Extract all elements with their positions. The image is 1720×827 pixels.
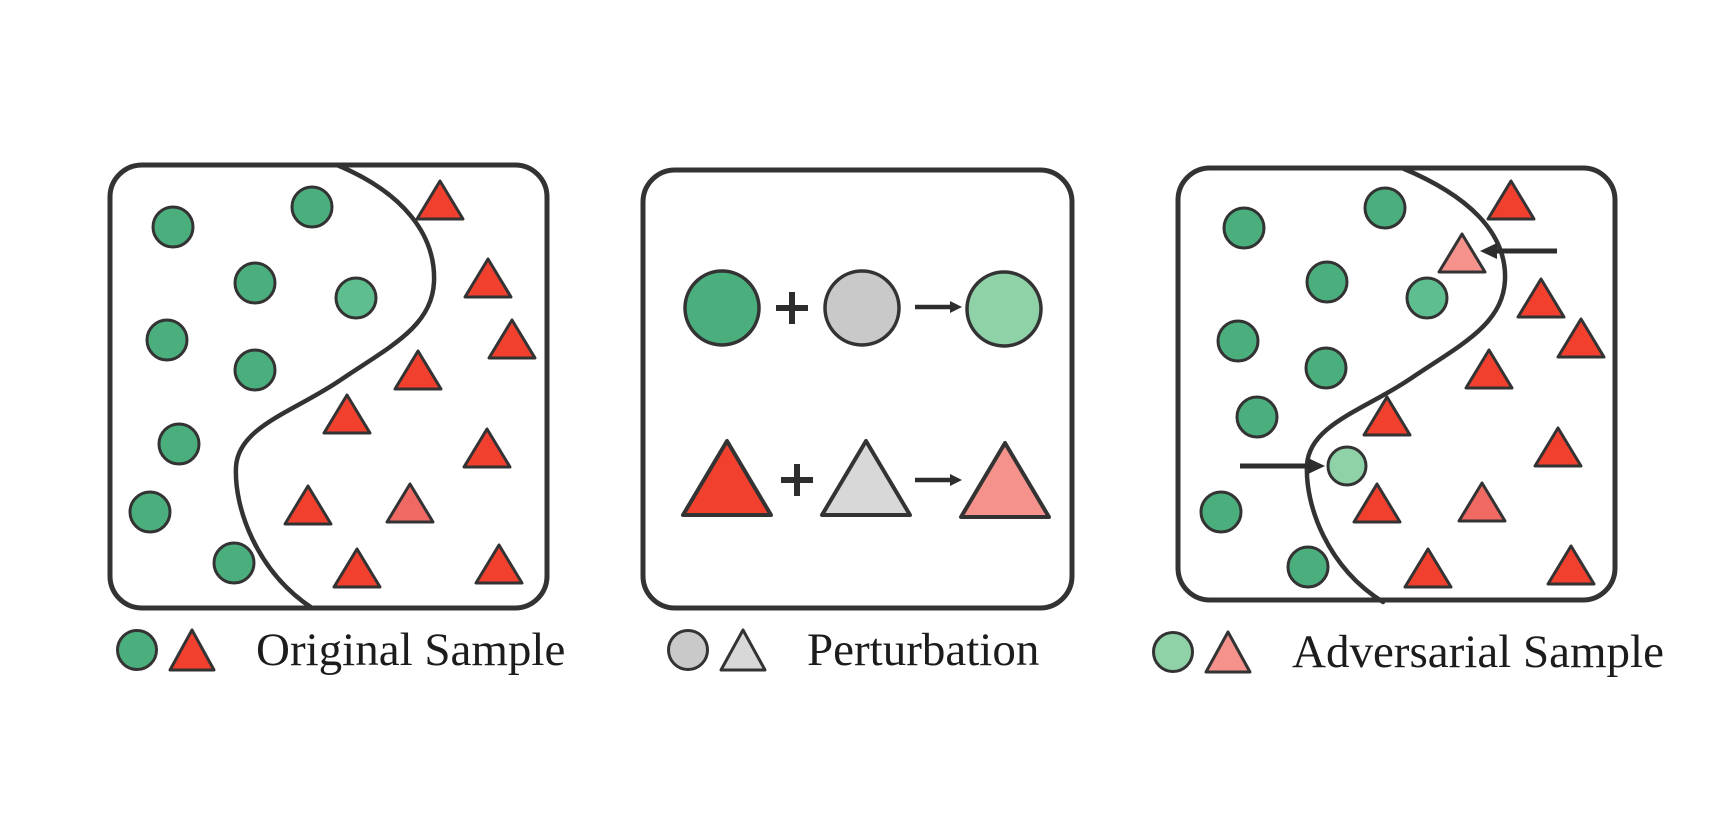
red-triangle — [474, 543, 524, 585]
green-circle-icon — [116, 629, 158, 671]
red-triangle — [283, 484, 333, 526]
red-triangle — [1533, 426, 1583, 468]
legend-original-icons — [115, 627, 216, 673]
plus-operator — [781, 464, 813, 496]
green-circle — [212, 541, 256, 585]
original-panel-svg — [107, 162, 550, 611]
light-green-circle-icon — [1152, 631, 1194, 673]
legend-label-adversarial-sample: Adversarial Sample — [1292, 625, 1664, 678]
adversarial-red-triangle — [959, 441, 1051, 519]
decision-boundary — [233, 162, 437, 611]
red-triangle — [487, 318, 537, 360]
green-circle — [1405, 276, 1449, 320]
green-circle — [157, 422, 201, 466]
faded-red-triangle — [1457, 481, 1507, 523]
green-circle — [233, 261, 277, 305]
gray-triangle-icon — [719, 628, 767, 672]
red-triangle — [1556, 317, 1606, 359]
green-circle — [233, 348, 277, 392]
gray-perturbation-triangle — [820, 439, 912, 517]
red-triangle — [463, 257, 513, 299]
green-circle — [145, 318, 189, 362]
gray-circle-icon — [667, 629, 709, 671]
red-triangle — [332, 547, 382, 589]
green-circle-icon — [116, 629, 158, 671]
green-circle — [1216, 319, 1260, 363]
legend-label-original-sample: Original Sample — [256, 623, 566, 676]
green-circle — [151, 205, 195, 249]
perturbation-panel-svg — [640, 167, 1075, 611]
gray-circle-icon — [667, 629, 709, 671]
adversarial-sample-panel — [1160, 150, 1640, 625]
salmon-triangle-icon — [1204, 630, 1252, 674]
red-triangle — [681, 439, 773, 517]
legend-adversarial-sample: Adversarial Sample — [1151, 624, 1664, 680]
green-circle — [1222, 206, 1266, 250]
legend-label-perturbation: Perturbation — [807, 623, 1040, 676]
green-circle — [1199, 490, 1243, 534]
green-circle — [128, 490, 172, 534]
adversarial-pointer-arrow-head — [1308, 458, 1325, 474]
gray-triangle-icon — [719, 628, 767, 672]
red-triangle-icon — [168, 628, 216, 672]
red-triangle — [462, 427, 512, 469]
green-circle — [334, 276, 378, 320]
green-circle — [1304, 346, 1348, 390]
green-circle — [683, 269, 761, 347]
red-triangle-icon — [168, 628, 216, 672]
adversarial-green-circle — [965, 270, 1043, 348]
green-circle — [1286, 545, 1330, 589]
green-circle — [1363, 186, 1407, 230]
maps-to-arrow-head — [950, 301, 962, 313]
legend-adversarial-icons — [1151, 629, 1252, 675]
red-triangle — [1352, 482, 1402, 524]
red-triangle — [1403, 547, 1453, 589]
panel-border — [640, 167, 1075, 611]
light-green-circle-icon — [1152, 631, 1194, 673]
red-triangle — [322, 393, 372, 435]
red-triangle — [415, 179, 465, 221]
red-triangle — [1546, 544, 1596, 586]
legend-perturbation: Perturbation — [666, 622, 1039, 678]
red-triangle — [1486, 179, 1536, 221]
adversarial-red-triangle — [1437, 232, 1487, 274]
faded-red-triangle — [385, 482, 435, 524]
salmon-triangle-icon — [1204, 630, 1252, 674]
green-circle — [1305, 260, 1349, 304]
adversarial-panel-svg — [1175, 165, 1618, 605]
decision-boundary — [1304, 165, 1508, 605]
adversarial-pointer-arrow-head — [1480, 243, 1497, 259]
perturbation-panel — [630, 150, 1090, 625]
adversarial-green-circle — [1326, 445, 1368, 487]
green-circle — [1235, 395, 1279, 439]
red-triangle — [1516, 277, 1566, 319]
red-triangle — [1362, 395, 1412, 437]
red-triangle — [1464, 348, 1514, 390]
gray-perturbation-circle — [823, 269, 901, 347]
original-sample-panel — [90, 150, 560, 625]
legend-original-sample: Original Sample — [115, 622, 565, 678]
maps-to-arrow-head — [950, 474, 962, 486]
plus-operator — [776, 292, 808, 324]
legend-perturbation-icons — [666, 627, 767, 673]
red-triangle — [393, 349, 443, 391]
green-circle — [290, 185, 334, 229]
